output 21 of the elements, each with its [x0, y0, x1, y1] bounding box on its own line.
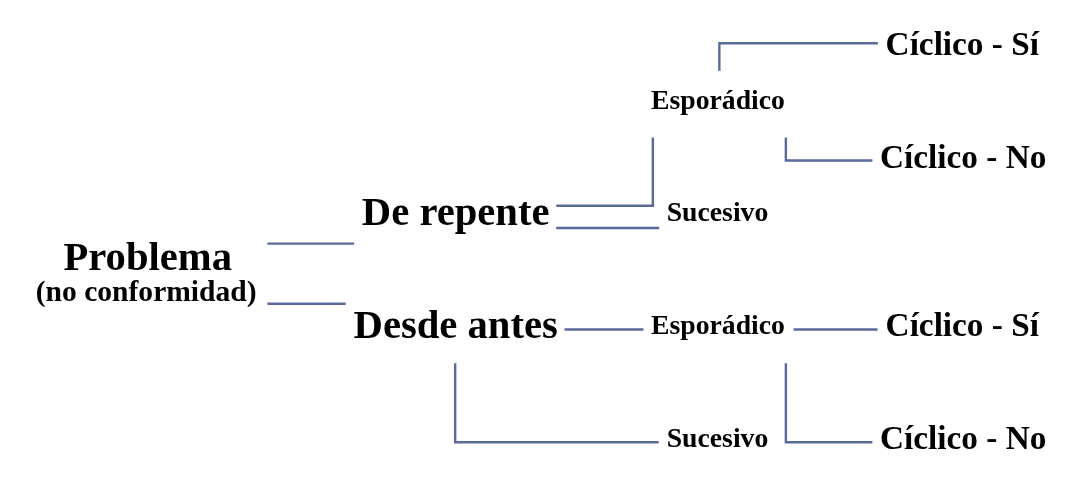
node-text: Cíclico - Sí: [885, 25, 1039, 63]
connector: [784, 137, 873, 162]
node-text: Cíclico - No: [880, 418, 1047, 456]
connector: [453, 363, 659, 444]
connector: [556, 226, 660, 230]
connector: [564, 328, 644, 331]
node-text: Esporádico: [651, 309, 785, 341]
node-text: Sucesivo: [666, 196, 769, 228]
node-text: Desde antes: [353, 302, 558, 348]
node-text: Cíclico - Sí: [885, 305, 1039, 343]
node-text: Sucesivo: [666, 421, 769, 453]
connector: [267, 302, 346, 305]
connector: [556, 137, 655, 207]
node-text: Esporádico: [651, 83, 785, 115]
connector: [793, 328, 878, 331]
node-text: Cíclico - No: [880, 137, 1047, 175]
connector: [718, 42, 878, 71]
node-text: De repente: [361, 189, 550, 235]
connector: [267, 242, 355, 245]
node-text: Problema (no conformidad): [35, 233, 257, 308]
connector: [784, 363, 873, 444]
